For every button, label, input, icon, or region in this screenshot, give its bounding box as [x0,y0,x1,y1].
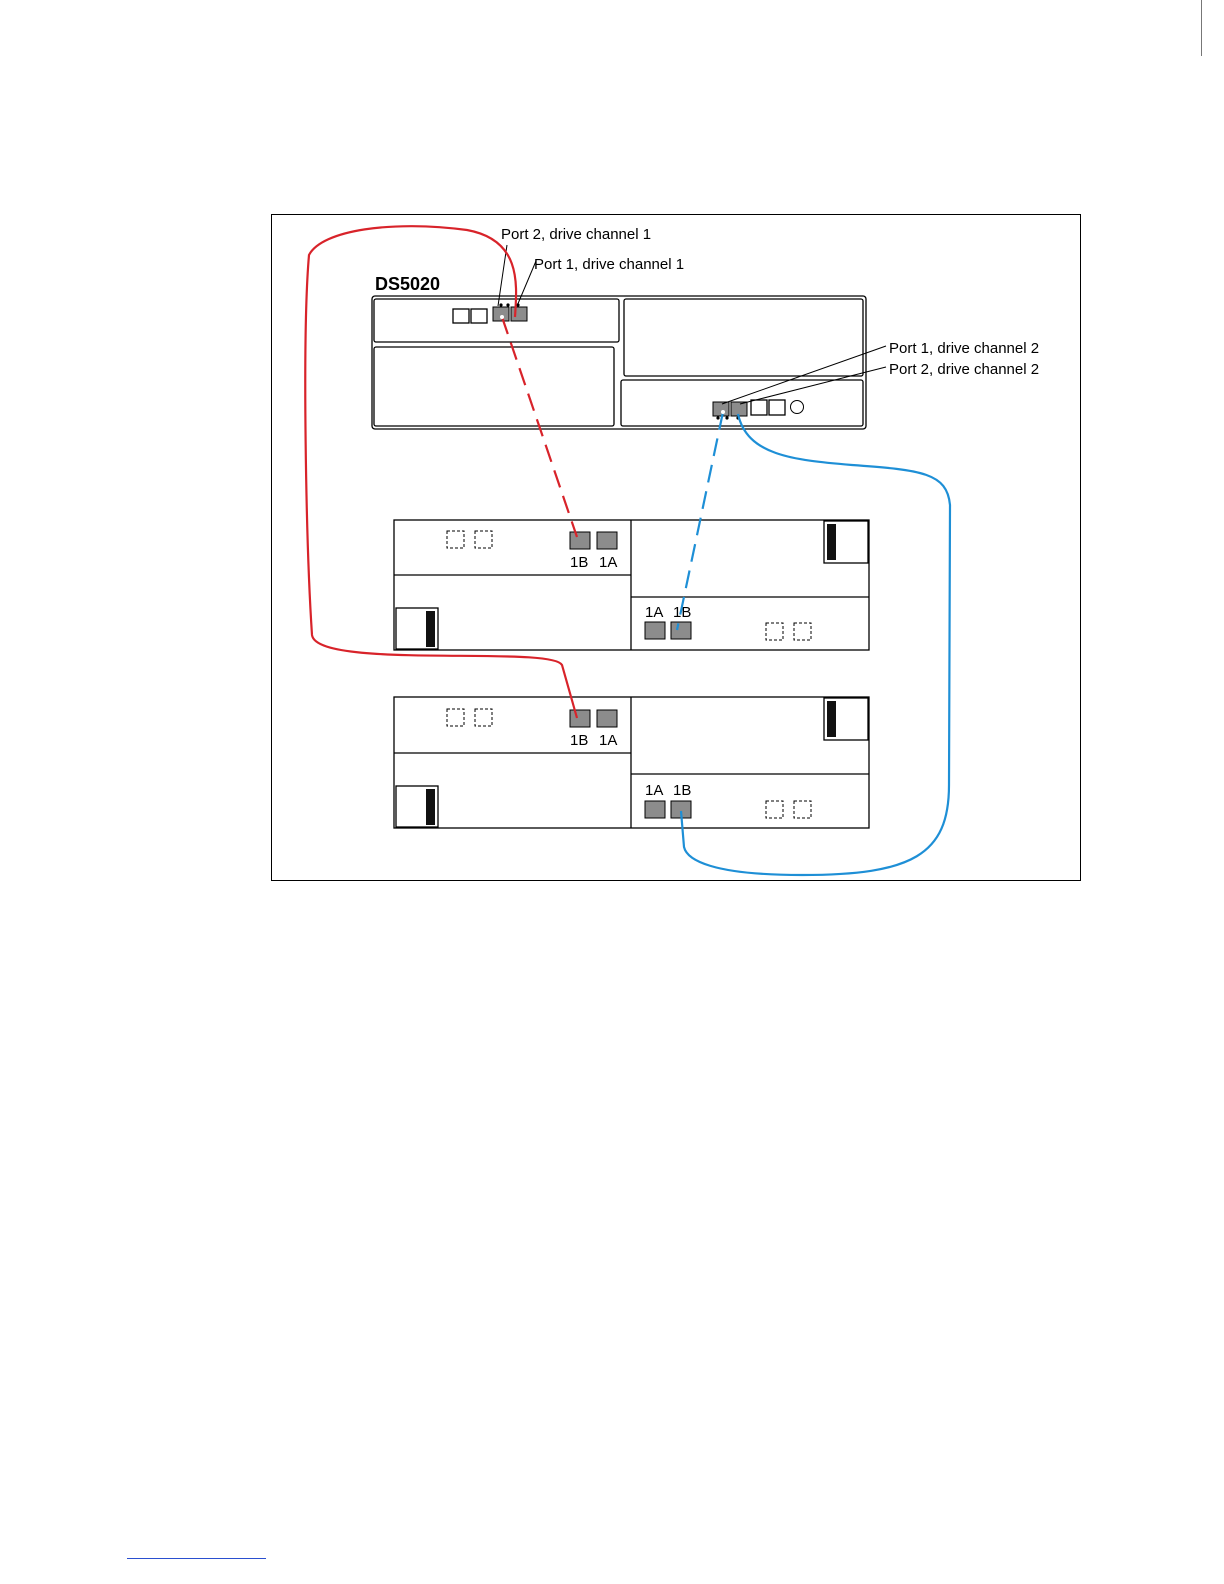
controller-b-top [624,299,863,376]
status-led-icon [791,401,804,414]
cable-end-dot [500,315,504,319]
callout-port2-drive-channel1: Port 2, drive channel 1 [501,226,651,243]
callout-port1-drive-channel1: Port 1, drive channel 1 [534,256,684,273]
cabling-diagram: DS5020 Port 2, drive channel 1 Port 1, d… [272,215,1082,882]
cable-end-dot [721,410,725,414]
port-label: 1A [645,604,663,621]
footer-rule [127,1558,266,1559]
port2-drive-channel1 [493,307,509,321]
controller-a-bottom [374,347,614,426]
port1-drive-channel2 [713,402,729,416]
port-label: 1A [599,732,617,749]
esm-a-port-1a [597,710,617,727]
esm-b-port-1b [671,622,691,639]
esm-a-port-1b [570,710,590,727]
host-port-icon [751,400,767,415]
esm-a-port-1a [597,532,617,549]
port-label: 1B [570,554,588,571]
port-label: 1A [645,782,663,799]
port-label: 1B [673,782,691,799]
ds5020-enclosure [372,296,866,429]
host-port-icon [453,309,469,323]
page-edge-rule [1201,0,1202,56]
cabling-figure: DS5020 Port 2, drive channel 1 Port 1, d… [271,214,1081,881]
host-port-icon [471,309,487,323]
enclosure-title: DS5020 [375,274,440,294]
callout-port2-drive-channel2: Port 2, drive channel 2 [889,361,1039,378]
expansion-enclosure-lower: 1B 1A 1A 1B [394,697,869,828]
esm-a-port-1b [570,532,590,549]
port-label: 1B [570,732,588,749]
port-label: 1A [599,554,617,571]
callout-port1-drive-channel2: Port 1, drive channel 2 [889,340,1039,357]
host-port-icon [769,400,785,415]
esm-b-port-1a [645,622,665,639]
port1-drive-channel1 [511,307,527,321]
expansion-enclosure-upper: 1B 1A 1A 1B [394,520,869,650]
esm-b-port-1a [645,801,665,818]
